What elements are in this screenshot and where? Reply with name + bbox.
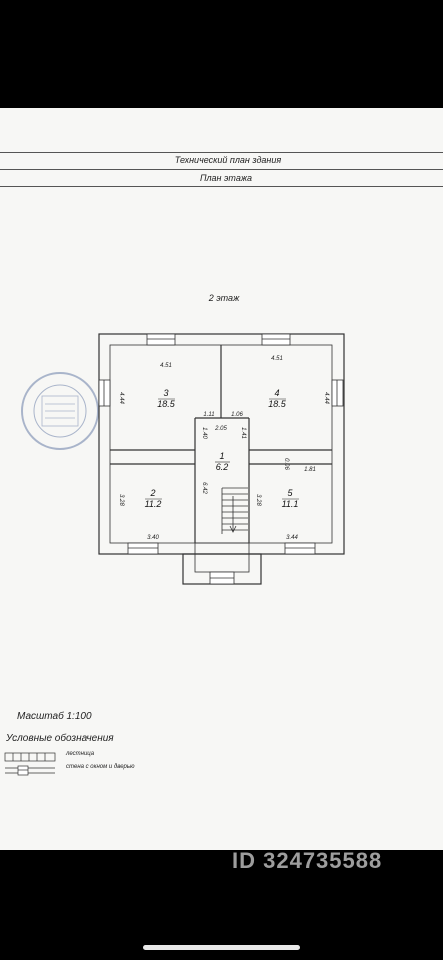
dimension-label: 2.05 — [214, 426, 227, 432]
dimension-label: 1.40 — [201, 427, 207, 439]
dimension-label: 4.44 — [323, 392, 329, 404]
stairs-symbol — [4, 752, 56, 762]
legend-title: Условные обозначения — [6, 733, 114, 744]
legend-item-wall: стена с окном и дверью — [66, 764, 135, 770]
dimension-label: 4.51 — [271, 356, 283, 362]
dimension-label: 4.51 — [160, 363, 172, 369]
dimension-label: 3.28 — [118, 494, 124, 506]
document-subtitle: План этажа — [199, 173, 253, 183]
dimension-label: 6.42 — [201, 482, 207, 494]
home-indicator[interactable] — [143, 945, 300, 950]
dimension-label: 3.40 — [147, 535, 159, 541]
dimension-label: 0.06 — [283, 458, 289, 470]
dimension-label: 1.06 — [231, 412, 243, 418]
windows — [98, 333, 344, 585]
room-number: 3 — [163, 388, 168, 398]
dimension-label: 1.81 — [304, 467, 316, 473]
header-line — [0, 152, 443, 153]
floor-label: 2 этаж — [208, 293, 240, 303]
dimension-label: 4.44 — [118, 392, 124, 404]
seal-stamp — [21, 372, 99, 450]
room-area: 11.2 — [145, 499, 162, 509]
room-area: 11.1 — [282, 499, 299, 509]
header-line — [0, 186, 443, 187]
room-number: 4 — [274, 388, 279, 398]
document-page: Технический план здания План этажа 2 эта… — [0, 108, 443, 850]
scale-label: Масштаб 1:100 — [17, 711, 92, 722]
dimension-label: 1.11 — [203, 412, 214, 418]
legend-symbols — [4, 752, 56, 776]
interior-walls — [110, 345, 332, 543]
dimension-label: 1.41 — [240, 427, 246, 439]
wall-window-door-symbol — [5, 765, 55, 776]
listing-id-watermark: ID 324735588 — [232, 848, 383, 873]
dimension-label: 3.28 — [255, 494, 261, 506]
room-number: 1 — [219, 451, 224, 461]
floor-plan-drawing: 3 18.5 4 18.5 1 6.2 2 11.2 5 11.1 4.51 4… — [4, 333, 345, 776]
room-area: 18.5 — [268, 399, 287, 409]
room-number: 5 — [287, 488, 293, 498]
legend-item-stairs: лестница — [66, 751, 95, 757]
room-area: 6.2 — [216, 462, 229, 472]
document-title: Технический план здания — [174, 155, 282, 165]
room-labels: 3 18.5 4 18.5 1 6.2 2 11.2 5 11.1 — [145, 388, 299, 509]
stairs — [221, 487, 248, 534]
room-area: 18.5 — [157, 399, 176, 409]
dimension-label: 3.44 — [286, 535, 298, 541]
header-line — [0, 169, 443, 170]
room-number: 2 — [149, 488, 155, 498]
dimension-labels: 4.51 4.51 4.44 4.44 1.11 1.06 2.05 1.40 … — [118, 356, 329, 541]
